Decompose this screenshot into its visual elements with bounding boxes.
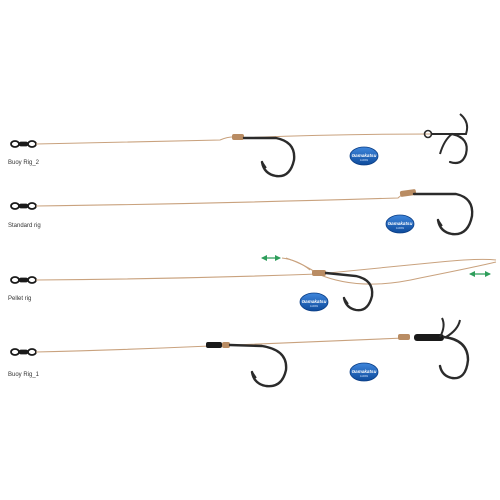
hair-loop [281,257,311,271]
brand-sub: JAPAN [360,374,368,378]
rig-buoy-rig-2: Gamakatsu JAPAN Buoy Rig_2 [8,113,469,178]
brand-name: Gamakatsu [352,153,377,158]
brand-name: Gamakatsu [352,369,377,374]
fishing-line [35,273,319,281]
brand-logo-icon: Gamakatsu JAPAN [299,292,329,312]
fishing-line [35,192,413,207]
brand-logo-icon: Gamakatsu JAPAN [385,214,415,234]
rig-pellet-rig: Gamakatsu JAPAN Pellet rig [8,255,497,312]
brand-name: Gamakatsu [388,221,413,226]
single-hook-icon [206,342,288,388]
treble-hook-icon [398,317,470,380]
rig-label: Standard rig [8,223,41,229]
fishing-line [35,133,433,145]
brand-logo-icon: Gamakatsu JAPAN [349,146,379,166]
single-hook-icon [312,270,374,312]
swivel-icon [10,202,37,210]
swivel-icon [10,348,37,356]
rig-label: Pellet rig [8,296,31,302]
rig-label: Buoy Rig_1 [8,372,40,378]
single-hook-icon [232,134,296,178]
brand-sub: JAPAN [360,158,368,162]
single-hook-icon [399,189,474,236]
swivel-icon [10,140,37,148]
rig-label: Buoy Rig_2 [8,160,40,166]
brand-name: Gamakatsu [302,299,327,304]
brand-logo-icon: Gamakatsu JAPAN [349,362,379,382]
rig-standard-rig: Gamakatsu JAPAN Standard rig [8,189,474,236]
brand-sub: JAPAN [396,226,404,230]
brand-sub: JAPAN [310,304,318,308]
treble-hook-icon [423,113,469,165]
swivel-icon [10,276,37,284]
rig-buoy-rig-1: Gamakatsu JAPAN Buoy Rig_1 [8,317,470,388]
